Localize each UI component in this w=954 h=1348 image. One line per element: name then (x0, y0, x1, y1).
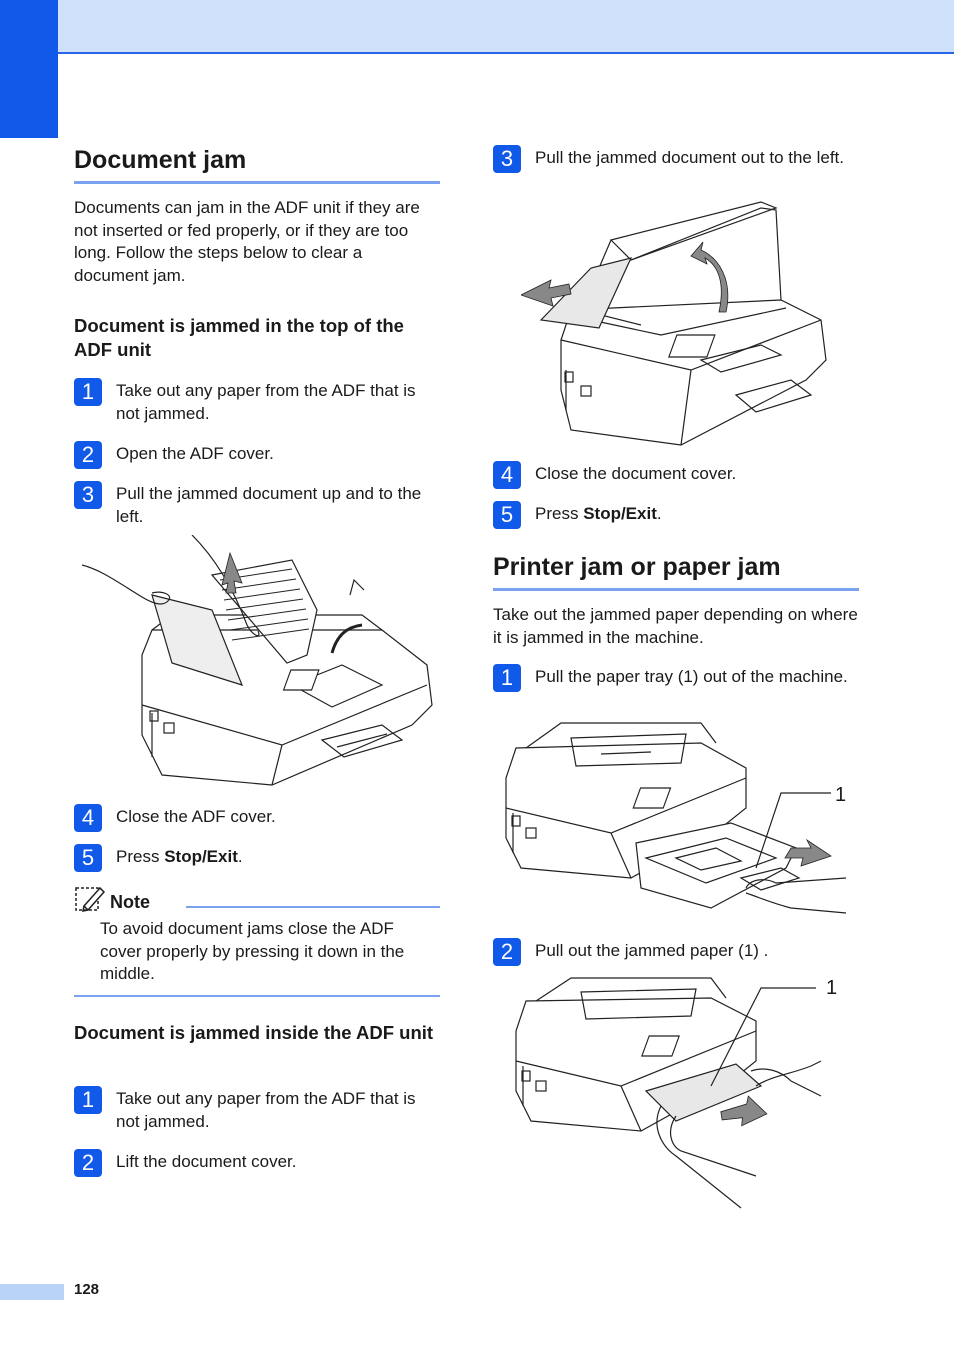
illustration-lift-cover-pull-document (521, 201, 827, 446)
step-text: Open the ADF cover. (116, 444, 274, 463)
illustration-pull-paper-tray (505, 722, 847, 914)
step-number-badge: 1 (493, 664, 521, 692)
step-text: Pull the paper tray (1) out of the machi… (535, 667, 848, 686)
step-text: Pull out the jammed paper (1) . (535, 941, 769, 960)
step-number-badge: 3 (493, 145, 521, 173)
step-text: Pull the jammed document out to the left… (535, 148, 845, 167)
header-band (58, 0, 954, 54)
step-number-badge: 4 (493, 461, 521, 489)
note-pencil-icon (75, 886, 106, 912)
section-rule (493, 588, 859, 591)
key-name-stop-exit: Stop/Exit (164, 847, 238, 866)
step-number-badge: 5 (74, 844, 102, 872)
intro-paragraph: Take out the jammed paper depending on w… (493, 605, 858, 647)
subheading-top-adf: Document is jammed in the top of the ADF… (74, 315, 404, 360)
step-text-post: . (656, 504, 662, 523)
illustration-pull-jammed-paper (515, 977, 822, 1209)
page-number: 128 (74, 1281, 100, 1298)
intro-paragraph: Documents can jam in the ADF unit if the… (74, 198, 420, 285)
step-text-post: . (237, 847, 243, 866)
note-text: To avoid document jams close the ADF cov… (100, 919, 405, 983)
step-number-badge: 1 (74, 1086, 102, 1114)
step-text: Take out any paper from the ADF that is … (116, 1089, 416, 1131)
footer-tab (0, 1284, 64, 1300)
step-number-badge: 2 (74, 441, 102, 469)
step-number-badge: 3 (74, 481, 102, 509)
step-number-badge: 5 (493, 501, 521, 529)
chapter-tab (0, 0, 58, 138)
note-bottom-rule (74, 995, 440, 997)
illustration-open-adf-pull-document (82, 535, 433, 786)
callout-label: 1 (835, 784, 847, 806)
step-text: Press Stop/Exit. (116, 846, 442, 869)
step-number-badge: 4 (74, 804, 102, 832)
step-number-badge: 1 (74, 378, 102, 406)
step-text: Lift the document cover. (116, 1152, 297, 1171)
step-number-badge: 2 (74, 1149, 102, 1177)
step-text: Close the document cover. (535, 464, 737, 483)
section-rule (74, 181, 440, 184)
step-number-badge: 2 (493, 938, 521, 966)
section-title-document-jam: Document jam (74, 146, 247, 174)
subheading-inside-adf: Document is jammed inside the ADF unit (74, 1022, 434, 1043)
step-text: Take out any paper from the ADF that is … (116, 381, 416, 423)
key-name-stop-exit: Stop/Exit (583, 504, 657, 523)
step-text-pre: Press (535, 504, 584, 523)
step-text: Pull the jammed document up and to the l… (116, 484, 422, 526)
callout-label: 1 (826, 977, 838, 999)
step-text: Press Stop/Exit. (535, 503, 861, 526)
section-title-printer-jam: Printer jam or paper jam (493, 553, 781, 581)
step-text: Close the ADF cover. (116, 807, 276, 826)
step-text-pre: Press (116, 847, 165, 866)
note-label: Note (110, 892, 150, 912)
note-top-rule (186, 906, 440, 908)
